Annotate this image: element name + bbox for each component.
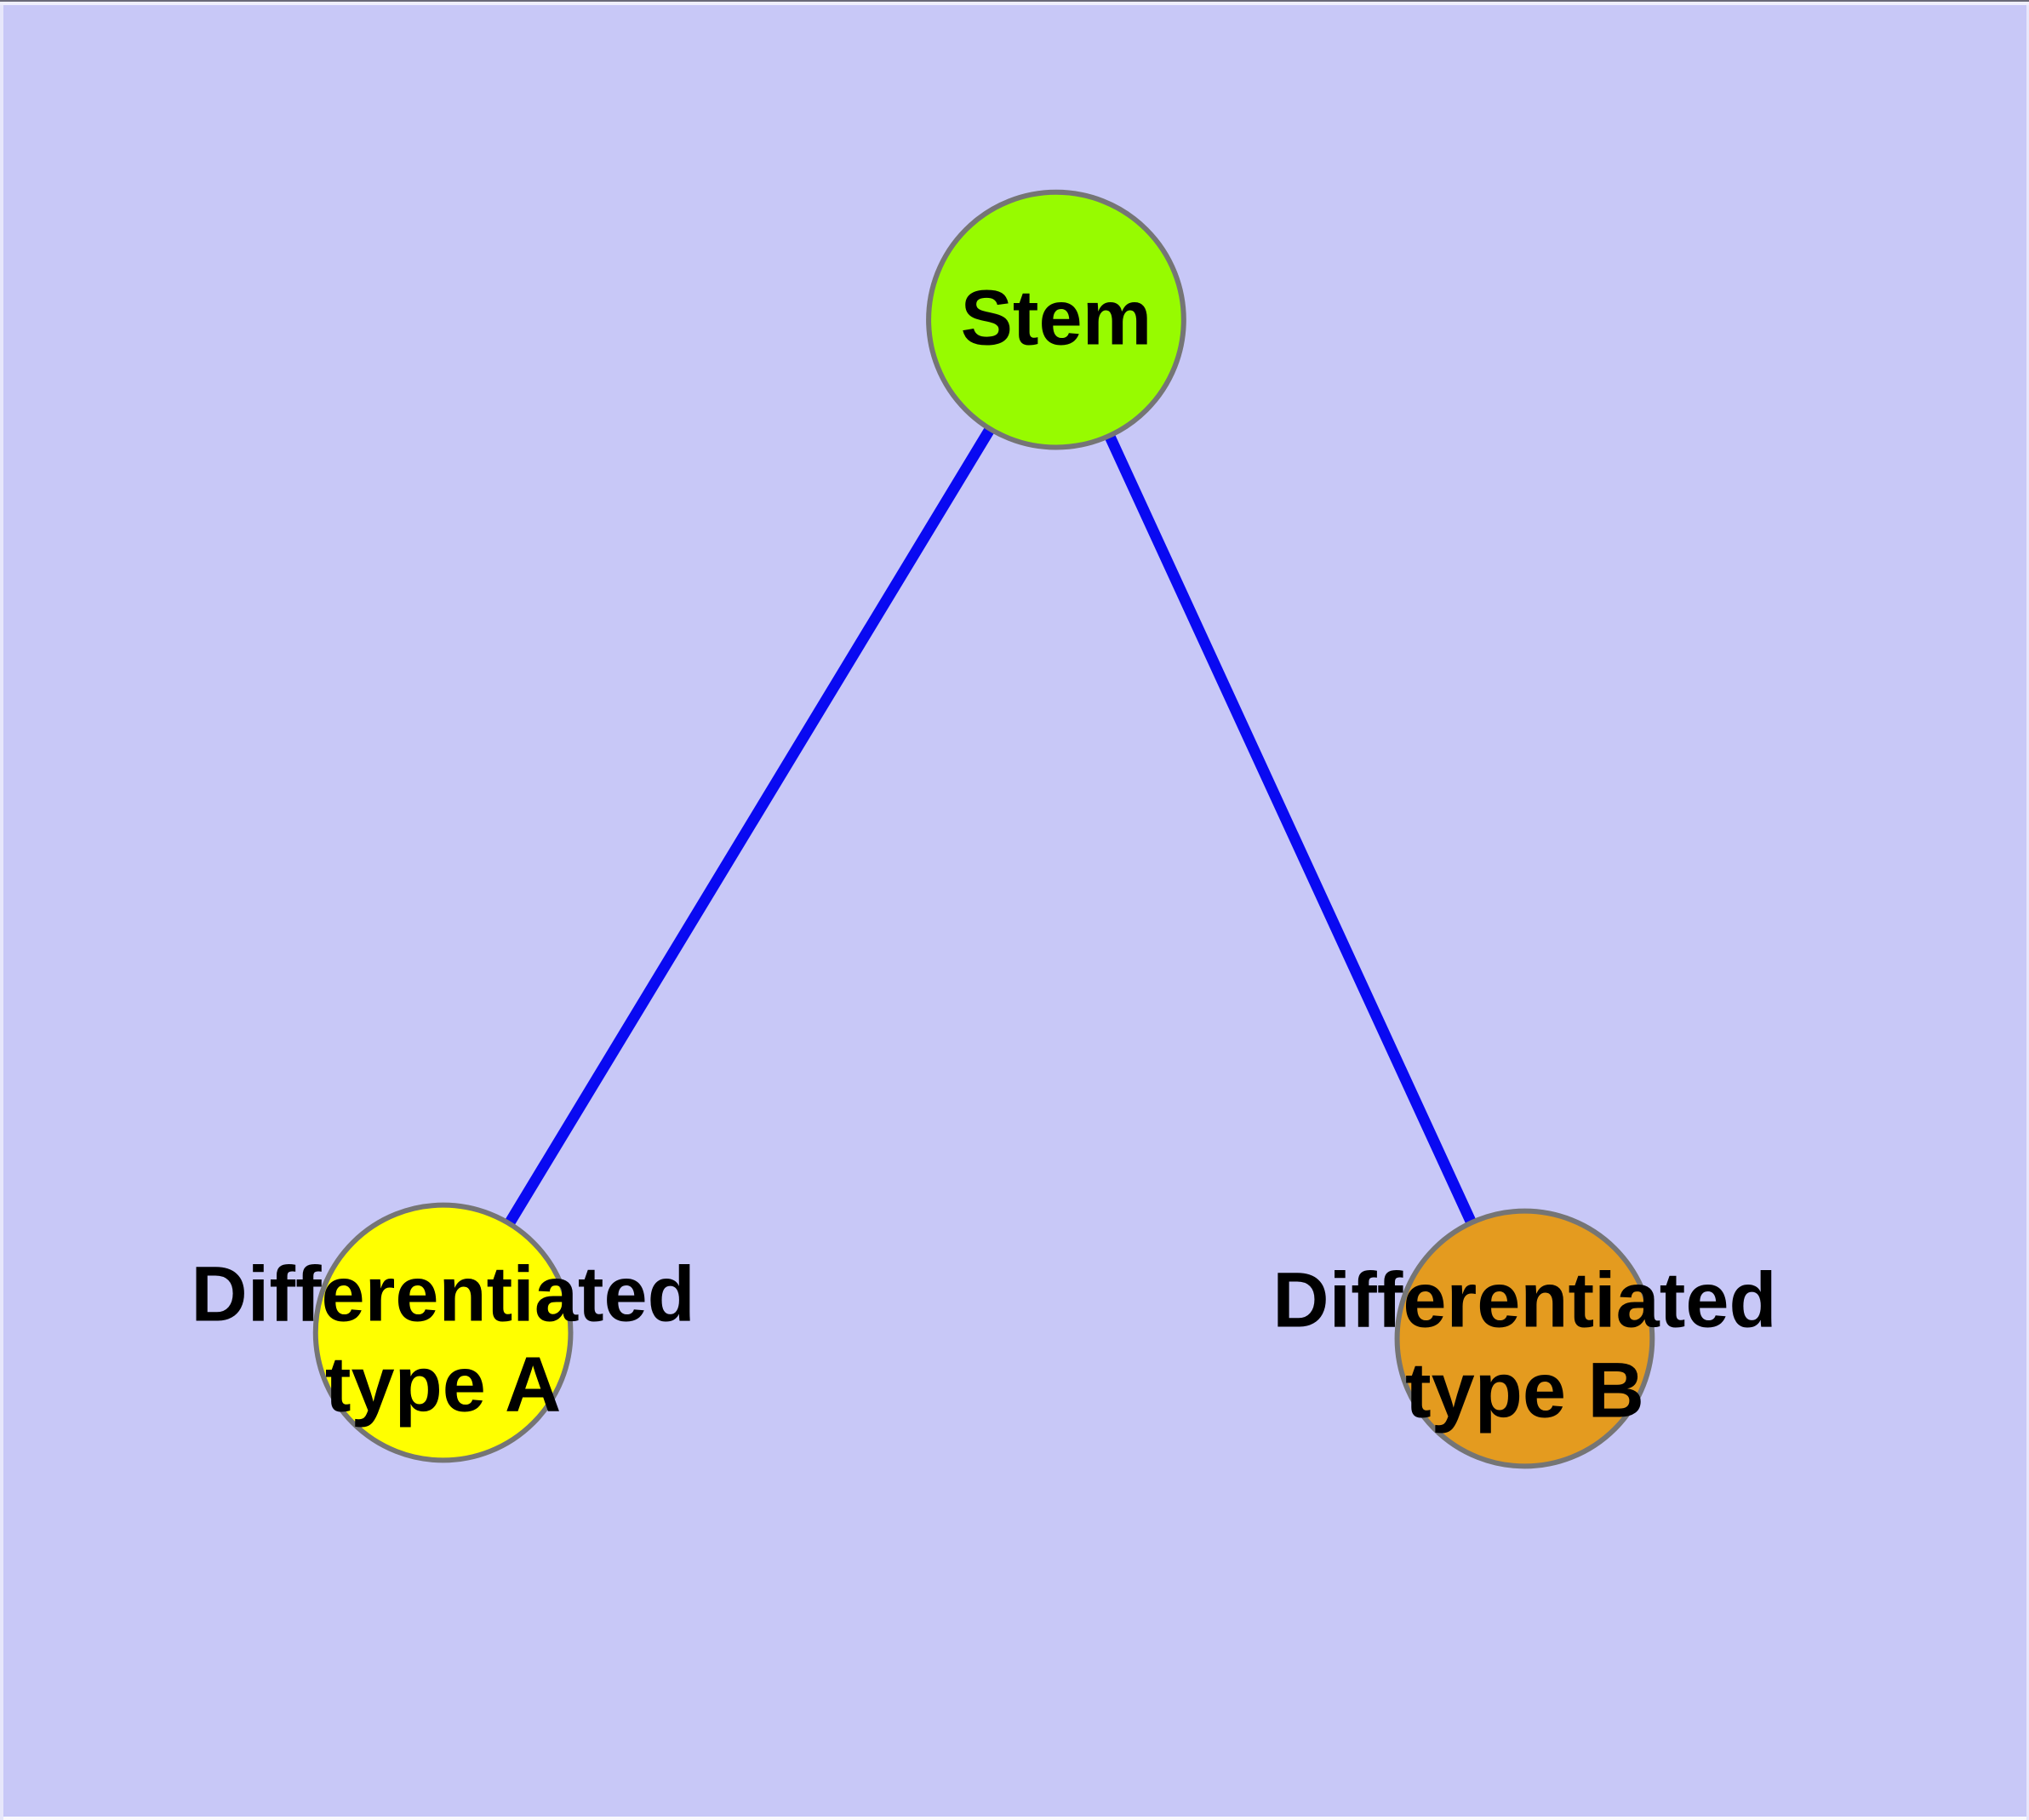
node-type-b-label-line1: Differentiated — [1272, 1257, 1776, 1344]
node-type-b-label-line2: type B — [1405, 1347, 1644, 1434]
node-differentiated-type-b[interactable] — [1394, 1208, 1655, 1469]
node-type-a-label-line2: type A — [325, 1341, 561, 1428]
edge-stem-to-type-b — [1051, 317, 1530, 1342]
edge-stem-to-type-a — [438, 317, 1061, 1336]
node-stem[interactable] — [926, 189, 1186, 450]
node-type-a-label-line1: Differentiated — [191, 1251, 694, 1338]
node-stem-label: Stem — [961, 275, 1152, 362]
node-differentiated-type-a[interactable] — [312, 1202, 574, 1463]
